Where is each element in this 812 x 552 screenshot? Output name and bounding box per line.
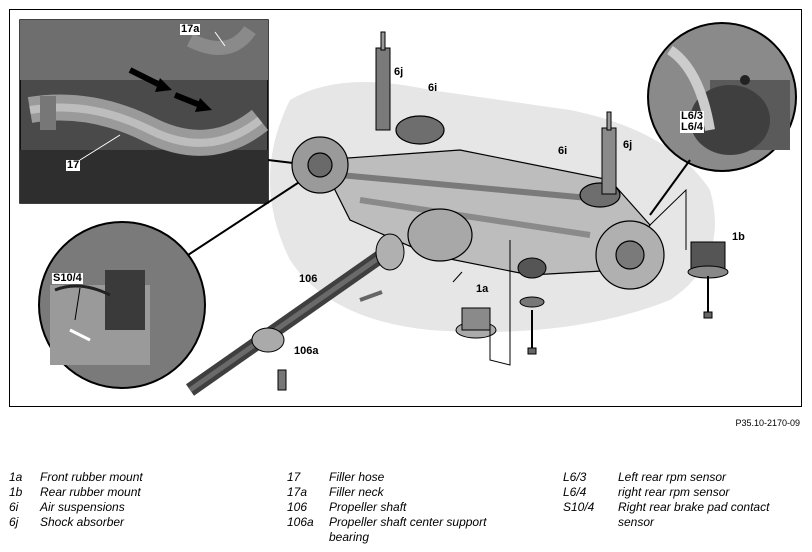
callout-6j-left: 6j bbox=[394, 66, 404, 78]
legend-code: L6/4 bbox=[563, 485, 587, 499]
callout-106a: 106a bbox=[294, 345, 319, 357]
legend-text: Propeller shaft bbox=[329, 500, 407, 514]
legend-text: Left rear rpm sensor bbox=[618, 470, 727, 484]
legend-column-1: 1a Front rubber mount 1b Rear rubber mount… bbox=[9, 470, 279, 530]
legend-text: Air suspensions bbox=[40, 500, 125, 514]
legend-text: Shock absorber bbox=[40, 515, 125, 529]
legend: 1a Front rubber mount 1b Rear rubber mount… bbox=[9, 470, 809, 550]
legend-text: right rear rpm sensor bbox=[618, 485, 730, 499]
legend-text: Filler neck bbox=[329, 485, 384, 499]
callout-6j-right: 6j bbox=[623, 139, 633, 151]
callout-106: 106 bbox=[299, 273, 318, 285]
callout-S10-4: S10/4 bbox=[52, 272, 83, 284]
rear-rubber-mount bbox=[687, 241, 729, 319]
legend-text: Right rear brake pad contact sensor bbox=[618, 500, 770, 529]
legend-code: 17a bbox=[287, 485, 308, 499]
callout-1a: 1a bbox=[476, 283, 489, 295]
legend-item: 1b Rear rubber mount bbox=[9, 485, 279, 500]
technical-illustration: 17a 17 6j 6i 6i 6j L6/3 L6/4 1b S10/4 10… bbox=[9, 9, 802, 407]
legend-item: 1a Front rubber mount bbox=[9, 470, 279, 485]
legend-text: Propeller shaft center support bearing bbox=[329, 515, 487, 544]
callout-17a: 17a bbox=[180, 23, 201, 35]
legend-code: S10/4 bbox=[563, 500, 595, 514]
legend-code: L6/3 bbox=[563, 470, 587, 484]
shock-absorbers bbox=[375, 31, 617, 195]
callout-6i-left: 6i bbox=[428, 82, 438, 94]
legend-item: 17a Filler neck bbox=[287, 485, 527, 500]
rpm-sensor-inset bbox=[647, 22, 797, 172]
legend-item: L6/4 right rear rpm sensor bbox=[563, 485, 803, 500]
callout-L6-3-L6-4: L6/3 L6/4 bbox=[680, 110, 705, 133]
front-rubber-mount bbox=[455, 257, 547, 355]
legend-item: 106a Propeller shaft center support beari… bbox=[287, 515, 527, 545]
legend-text: Front rubber mount bbox=[40, 470, 143, 484]
rear-axle-carrier bbox=[291, 115, 665, 290]
legend-item: 17 Filler hose bbox=[287, 470, 527, 485]
legend-code: 17 bbox=[287, 470, 301, 484]
legend-code: 6j bbox=[9, 515, 19, 529]
legend-text: Rear rubber mount bbox=[40, 485, 141, 499]
legend-column-3: L6/3 Left rear rpm sensor L6/4 right rear … bbox=[563, 470, 803, 530]
brake-sensor-inset bbox=[38, 221, 206, 389]
legend-item: S10/4 Right rear brake pad contact sensor bbox=[563, 500, 803, 530]
legend-item: L6/3 Left rear rpm sensor bbox=[563, 470, 803, 485]
legend-item: 6j Shock absorber bbox=[9, 515, 279, 530]
callout-6i-right: 6i bbox=[558, 145, 568, 157]
legend-code: 1a bbox=[9, 470, 23, 484]
legend-code: 106a bbox=[287, 515, 314, 529]
rear-axle-drawing bbox=[19, 19, 797, 396]
propeller-shaft bbox=[185, 233, 405, 396]
legend-code: 1b bbox=[9, 485, 23, 499]
legend-code: 6i bbox=[9, 500, 19, 514]
legend-code: 106 bbox=[287, 500, 308, 514]
filler-hose-inset bbox=[19, 19, 269, 204]
legend-text: Filler hose bbox=[329, 470, 385, 484]
callout-17: 17 bbox=[66, 159, 81, 171]
figure-code: P35.10-2170-09 bbox=[735, 418, 800, 428]
legend-item: 6i Air suspensions bbox=[9, 500, 279, 515]
callout-1b: 1b bbox=[732, 231, 745, 243]
legend-item: 106 Propeller shaft bbox=[287, 500, 527, 515]
